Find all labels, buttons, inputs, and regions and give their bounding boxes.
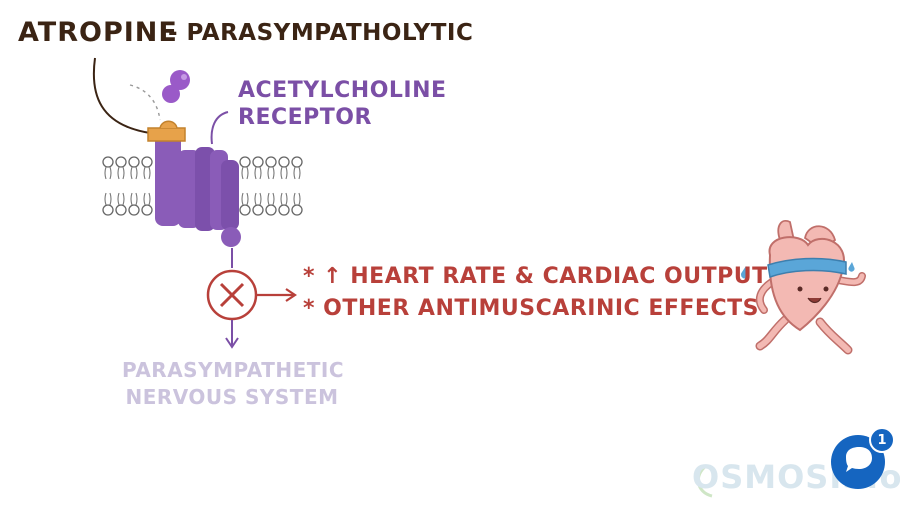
phospholipid-head bbox=[291, 156, 303, 168]
phospholipid-tail bbox=[109, 192, 112, 206]
receptor-label-line1: ACETYLCHOLINE bbox=[238, 78, 447, 103]
chat-badge: 1 bbox=[869, 427, 895, 453]
phospholipid-tail bbox=[148, 166, 151, 180]
phospholipid-head bbox=[239, 156, 251, 168]
phospholipid-tail bbox=[272, 166, 275, 180]
phospholipid-head bbox=[252, 204, 264, 216]
phospholipid-head bbox=[102, 204, 114, 216]
phospholipid-tail bbox=[135, 166, 138, 180]
phospholipid-tail bbox=[272, 192, 275, 206]
phospholipid-tail bbox=[241, 192, 244, 206]
phospholipid-head bbox=[102, 156, 114, 168]
phospholipid-tail bbox=[246, 166, 249, 180]
acetylcholine-receptor bbox=[147, 120, 241, 247]
phospholipid-tail bbox=[122, 166, 125, 180]
phospholipid-tail bbox=[254, 192, 257, 206]
phospholipid-tail bbox=[143, 166, 146, 180]
receptor-label-line2: RECEPTOR bbox=[238, 105, 372, 130]
phospholipid-tail bbox=[280, 192, 283, 206]
phospholipid-head bbox=[141, 156, 153, 168]
phospholipid-tail bbox=[293, 166, 296, 180]
pns-label-line1: PARASYMPATHETIC bbox=[122, 358, 345, 382]
phospholipid-head bbox=[278, 156, 290, 168]
phospholipid-tail bbox=[285, 192, 288, 206]
title-leader-line bbox=[92, 57, 151, 134]
acetylcholine-molecule-icon bbox=[162, 70, 190, 103]
phospholipid-head bbox=[278, 204, 290, 216]
phospholipid-tail bbox=[130, 166, 133, 180]
effect-antimuscarinic: * OTHER ANTIMUSCARINIC EFFECTS bbox=[303, 296, 759, 321]
phospholipid-head bbox=[128, 204, 140, 216]
phospholipid-tail bbox=[135, 192, 138, 206]
phospholipid-tail bbox=[117, 166, 120, 180]
phospholipid-tail bbox=[293, 192, 296, 206]
phospholipid-tail bbox=[104, 192, 107, 206]
phospholipid-tail bbox=[259, 166, 262, 180]
pns-label: PARASYMPATHETIC NERVOUS SYSTEM bbox=[122, 357, 345, 411]
receptor-label: ACETYLCHOLINE RECEPTOR bbox=[238, 77, 447, 131]
phospholipid-tail bbox=[148, 192, 151, 206]
phospholipid-head bbox=[265, 204, 277, 216]
drug-name: ATROPINE bbox=[18, 17, 178, 48]
phospholipid-tail bbox=[117, 192, 120, 206]
phospholipid-tail bbox=[298, 192, 301, 206]
phospholipid-tail bbox=[254, 166, 257, 180]
ligand-motion-path bbox=[129, 84, 161, 121]
phospholipid-head bbox=[265, 156, 277, 168]
phospholipid-tail bbox=[267, 166, 270, 180]
chat-button[interactable]: 1 bbox=[829, 427, 895, 491]
effect-heart-rate: * ↑ HEART RATE & CARDIAC OUTPUT bbox=[303, 264, 768, 289]
phospholipid-tail bbox=[104, 166, 107, 180]
phospholipid-head bbox=[115, 156, 127, 168]
phospholipid-tail bbox=[280, 166, 283, 180]
blocked-circle-icon bbox=[206, 269, 258, 321]
cell-membrane bbox=[102, 156, 303, 216]
phospholipid-tail bbox=[122, 192, 125, 206]
phospholipid-tail bbox=[241, 166, 244, 180]
phospholipid-tail bbox=[285, 166, 288, 180]
phospholipid-head bbox=[128, 156, 140, 168]
phospholipid-head bbox=[291, 204, 303, 216]
watermark-swoosh bbox=[696, 464, 713, 498]
phospholipid-head bbox=[252, 156, 264, 168]
phospholipid-tail bbox=[267, 192, 270, 206]
receptor-leader-line bbox=[210, 111, 229, 145]
running-heart-icon bbox=[741, 220, 866, 355]
phospholipid-tail bbox=[143, 192, 146, 206]
phospholipid-head bbox=[141, 204, 153, 216]
phospholipid-tail bbox=[109, 166, 112, 180]
phospholipid-tail bbox=[130, 192, 133, 206]
phospholipid-tail bbox=[298, 166, 301, 180]
drug-class: - PARASYMPATHOLYTIC bbox=[168, 20, 474, 46]
pns-label-line2: NERVOUS SYSTEM bbox=[125, 385, 339, 409]
phospholipid-tail bbox=[246, 192, 249, 206]
phospholipid-head bbox=[239, 204, 251, 216]
phospholipid-tail bbox=[259, 192, 262, 206]
phospholipid-head bbox=[115, 204, 127, 216]
